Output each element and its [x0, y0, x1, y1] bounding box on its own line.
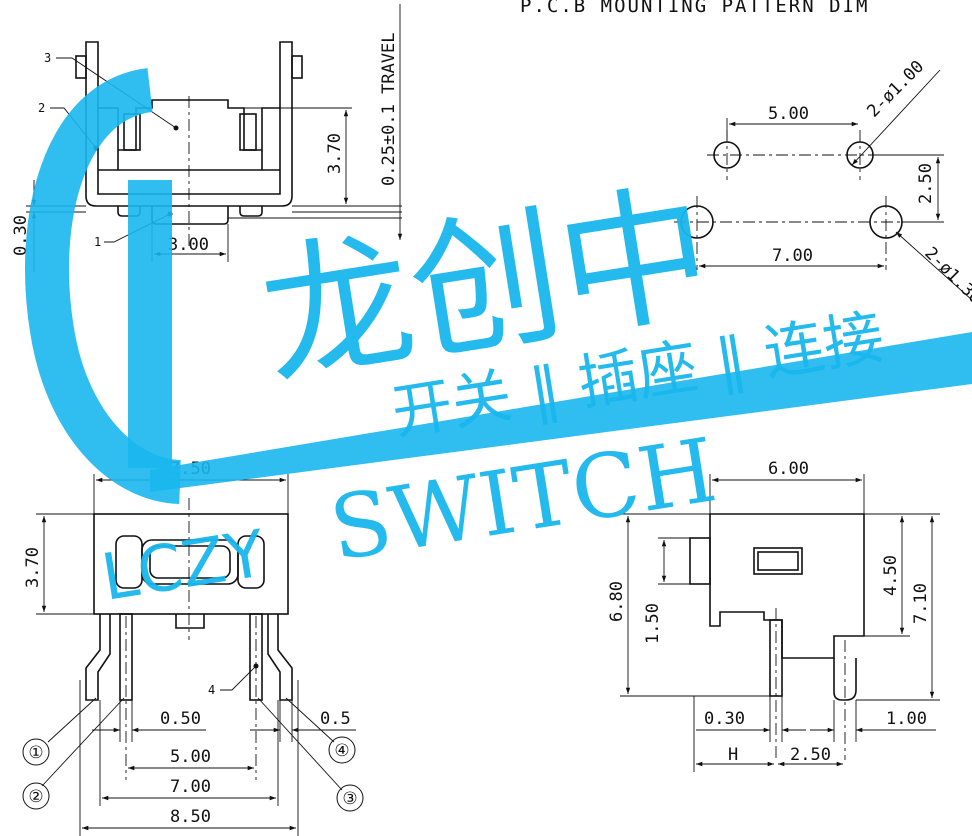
front-dim-050: 0.50	[160, 709, 201, 729]
right-dim-100: 1.00	[886, 709, 927, 729]
side-dim-370: 3.70	[325, 133, 345, 174]
right-dim-150: 1.50	[643, 603, 663, 644]
pcb-dim-700: 7.00	[772, 246, 813, 266]
hole-callout-small: 2-ø1.00	[863, 57, 928, 122]
watermark-logo-text: LCZY	[97, 517, 271, 616]
right-dim-030: 0.30	[704, 709, 745, 729]
pin-label-3: ③	[342, 789, 357, 809]
pcb-dim-500: 5.00	[768, 104, 809, 124]
right-dim-680: 6.80	[607, 581, 627, 622]
pcb-pattern-title: P.C.B MOUNTING PATTERN DIM	[520, 0, 869, 17]
front-dim-370: 3.70	[23, 547, 43, 588]
callout-2: 2	[38, 101, 45, 115]
right-dim-h: H	[728, 745, 738, 765]
right-dim-710: 7.10	[911, 583, 931, 624]
pin-label-1: ①	[28, 743, 43, 763]
hole-callout-large: 2-ø1.30	[920, 243, 972, 308]
callout-1: 1	[94, 235, 101, 249]
front-view: 7.50 3.70 0.50 0.5 5.00 7.00 8.50 4	[22, 459, 364, 836]
pcb-mounting-pattern: 5.00 7.00 2.50 2-ø1.00 2-ø1.30	[674, 57, 972, 308]
travel-label: 0.25±0.1 TRAVEL	[379, 32, 399, 186]
side-dim-300: 3.00	[168, 235, 209, 255]
front-dim-700: 7.00	[170, 777, 211, 797]
pin-label-4: ④	[334, 741, 349, 761]
pcb-dim-250: 2.50	[916, 163, 936, 204]
callout-4: 4	[208, 683, 215, 697]
pin-label-2: ②	[28, 787, 43, 807]
front-dim-05: 0.5	[320, 709, 351, 729]
right-dim-250: 2.50	[790, 745, 831, 765]
front-dim-500: 5.00	[170, 747, 211, 767]
callout-3: 3	[44, 51, 51, 65]
right-view: 6.00 6.80 1.50 4.50 7.10 0.30 1.00	[607, 459, 940, 772]
front-dim-850: 8.50	[170, 807, 211, 827]
watermark: 龙创中 开关 ‖ 插座 ‖ 连接 SWITCH LCZY	[25, 68, 972, 616]
right-dim-450: 4.50	[881, 555, 901, 596]
right-dim-600: 6.00	[768, 459, 809, 479]
